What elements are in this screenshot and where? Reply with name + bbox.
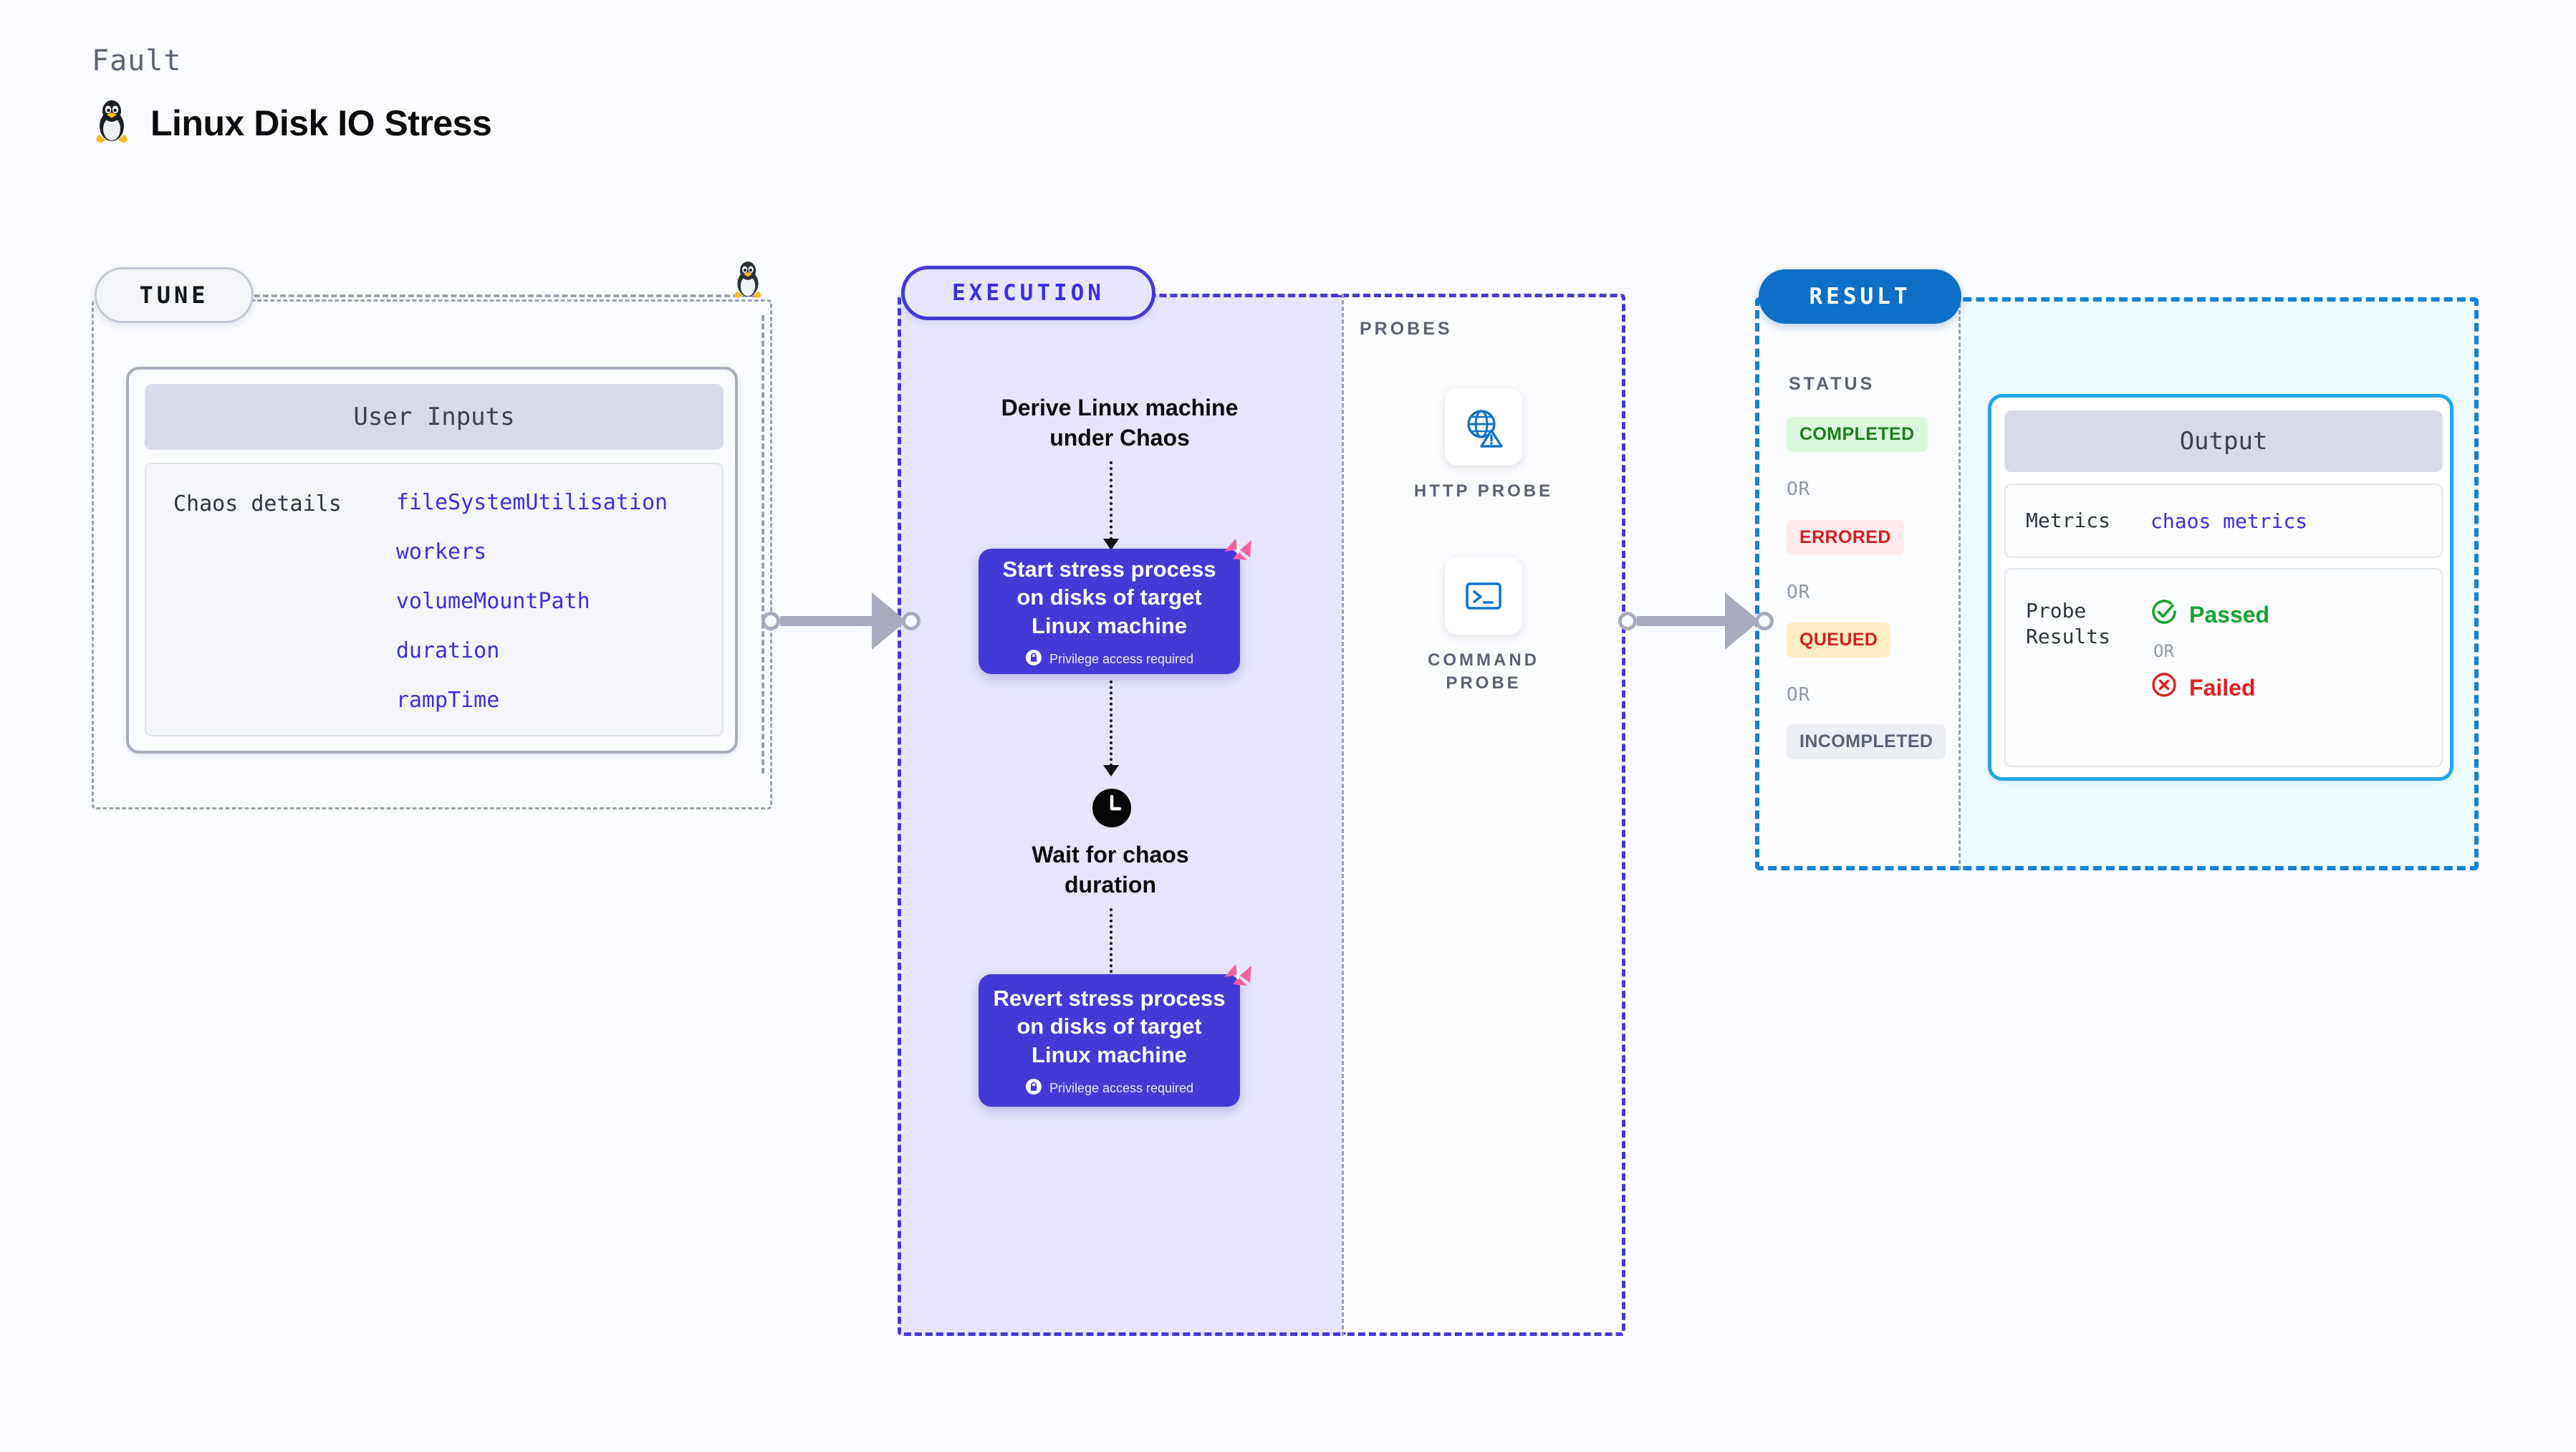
x-circle-icon [2150, 671, 2178, 704]
status-or-3: OR [1787, 684, 1811, 706]
globe-warning-icon [1445, 388, 1522, 466]
probe-http-caption: HTTP PROBE [1413, 481, 1554, 501]
result-status-column [1755, 297, 1961, 870]
connector-arrow-head [1725, 592, 1759, 650]
connector-start-dot [761, 612, 780, 630]
probes-label: PROBES [1360, 319, 1453, 339]
probe-http[interactable]: HTTP PROBE [1390, 388, 1577, 503]
connector-end-dot [902, 612, 921, 630]
execution-step-revert-title: Revert stress process on disks of target… [993, 985, 1226, 1067]
litmus-mark-icon [1219, 530, 1256, 571]
wait-duration-text: Wait for chaos duration [1032, 842, 1189, 898]
lock-icon [1025, 1078, 1042, 1099]
status-badge-incompleted: INCOMPLETED [1787, 724, 1946, 759]
tune-penguin-dashed-line [761, 315, 764, 774]
tune-input-workers[interactable]: workers [395, 539, 487, 564]
probe-results-key: Probe Results [2026, 599, 2111, 649]
derive-machine-text: Derive Linux machine under Chaos [1001, 395, 1239, 451]
privilege-badge-start: Privilege access required [1025, 649, 1193, 670]
user-inputs-card: User Inputs Chaos details fileSystemUtil… [126, 367, 738, 754]
probes-panel [1342, 294, 1625, 1336]
result-badge[interactable]: RESULT [1759, 269, 1961, 324]
tune-input-ramptime[interactable]: rampTime [395, 688, 500, 713]
user-inputs-title: User Inputs [145, 384, 724, 450]
probe-result-passed-label: Passed [2189, 601, 2270, 628]
output-card: Output Metrics chaos metrics Probe Resul… [1988, 394, 2454, 781]
execution-step-start-title: Start stress process on disks of target … [1002, 556, 1216, 638]
privilege-text-revert: Privilege access required [1049, 1080, 1194, 1095]
probe-results-values: Passed OR Failed [2150, 598, 2269, 766]
status-or-2: OR [1787, 582, 1811, 603]
execution-badge[interactable]: EXECUTION [901, 266, 1155, 320]
probe-result-failed-label: Failed [2189, 674, 2256, 701]
flow-arrow-2 [1110, 681, 1112, 766]
connector-line [1637, 616, 1726, 626]
tune-input-filesystemutilisation[interactable]: fileSystemUtilisation [395, 490, 668, 515]
page-header: Fault Linux Disk IO Stress [92, 44, 492, 147]
connector-execution-to-result [1618, 592, 1774, 650]
user-inputs-body: Chaos details fileSystemUtilisation work… [145, 463, 724, 736]
privilege-text-start: Privilege access required [1049, 651, 1194, 666]
execution-step-start[interactable]: Start stress process on disks of target … [979, 539, 1251, 674]
fault-kicker: Fault [92, 44, 182, 77]
status-badge-errored: ERRORED [1787, 520, 1904, 555]
output-title: Output [2004, 410, 2443, 472]
page-title: Linux Disk IO Stress [150, 102, 492, 143]
tune-input-duration[interactable]: duration [395, 638, 500, 663]
metrics-value[interactable]: chaos metrics [2150, 509, 2308, 533]
terminal-icon [1445, 557, 1522, 635]
probe-command-caption: COMMAND PROBE [1428, 650, 1539, 693]
flow-arrow-1-head [1103, 539, 1119, 550]
metrics-row: Metrics chaos metrics [2004, 484, 2443, 558]
chaos-details-label: Chaos details [173, 491, 342, 516]
check-circle-icon [2150, 598, 2178, 631]
status-label: STATUS [1789, 374, 1875, 394]
privilege-badge-revert: Privilege access required [1025, 1078, 1193, 1099]
tune-input-volumemountpath[interactable]: volumeMountPath [395, 589, 590, 614]
flow-arrow-1 [1110, 461, 1112, 540]
status-or-1: OR [1787, 479, 1811, 500]
metrics-key: Metrics [2026, 508, 2111, 532]
probes-divider [1342, 294, 1344, 1336]
linux-penguin-icon [731, 260, 765, 302]
probe-result-or: OR [2153, 641, 2174, 661]
tune-panel [92, 299, 772, 809]
connector-arrow-head [872, 592, 906, 650]
connector-tune-to-execution [761, 592, 921, 650]
tune-badge[interactable]: TUNE [95, 267, 254, 323]
flow-arrow-2-head [1103, 765, 1119, 777]
connector-line [780, 616, 873, 626]
execution-step-revert[interactable]: Revert stress process on disks of target… [979, 964, 1251, 1107]
connector-start-dot [1618, 612, 1637, 630]
probe-result-passed: Passed [2150, 598, 2269, 631]
tune-dashed-connector [254, 294, 756, 297]
litmus-mark-icon [1219, 956, 1256, 996]
probe-command[interactable]: COMMAND PROBE [1390, 557, 1577, 696]
linux-penguin-icon [92, 99, 132, 147]
chaos-details-values: fileSystemUtilisation workers volumeMoun… [396, 490, 668, 735]
probe-results-row: Probe Results Passed OR [2004, 568, 2443, 767]
result-panel [1755, 297, 2479, 870]
connector-end-dot [1755, 612, 1774, 630]
status-badge-completed: COMPLETED [1787, 417, 1928, 452]
probe-result-failed: Failed [2150, 671, 2269, 704]
clock-icon [1092, 788, 1132, 832]
page-title-row: Linux Disk IO Stress [92, 99, 492, 147]
lock-icon [1025, 649, 1042, 670]
status-badge-queued: QUEUED [1787, 622, 1891, 658]
flow-arrow-3 [1110, 908, 1112, 979]
